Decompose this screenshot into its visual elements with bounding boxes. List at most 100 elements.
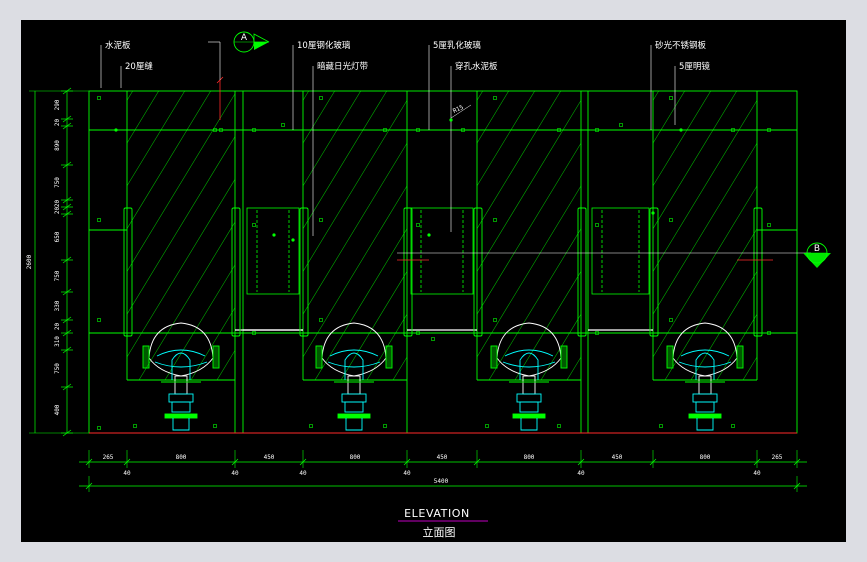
urinal-fixtures [142,322,744,431]
left-total-label: 2600 [26,254,33,269]
left-dim-slash [62,210,72,218]
fixing-dot [767,128,771,132]
left-dim-label: 20 [54,119,61,127]
fixing-dot [213,128,217,132]
fixing-dot [97,218,101,222]
radius-note-label: R15 [452,104,465,115]
callout-hidden-light: 暗藏日光灯带 [317,61,369,72]
fixing-dot [493,218,497,222]
fixing-dot [767,223,771,227]
callout-cement-board: 水泥板 [105,40,131,51]
fixing-dot [319,318,323,322]
bottom-total-slash [85,482,93,490]
callout-mirror: 5厘明镜 [679,61,710,72]
section-line-b [216,76,811,261]
hatch-zone [653,91,757,380]
left-dim-slash [62,346,72,354]
fixing-dot [281,123,285,127]
bottom-dim-slash [231,458,239,466]
bottom-total-slash [793,482,801,490]
drawing-title: ELEVATION [404,507,470,520]
fixing-dot [431,337,435,341]
section-marker-a-label: A [241,33,248,43]
fixing-dot [669,318,673,322]
bottom-dim-slash [753,458,761,466]
bottom-small-label: 40 [231,470,239,477]
urinal [142,322,220,431]
fixing-dot [669,96,673,100]
bottom-dim-slash [577,458,585,466]
bottom-dim-label: 265 [772,454,783,461]
left-dim-label: 20 [54,323,61,331]
fixing-dot [319,96,323,100]
section-marker-b[interactable]: B [803,242,831,268]
wall-outline [88,90,798,434]
left-dim-label: 20 [54,207,61,215]
left-dim-slash [62,115,72,123]
fixing-dot [595,331,599,335]
fixing-dot [669,218,673,222]
bottom-dim-label: 800 [700,454,711,461]
drawing-title-block: ELEVATION 立面图 [398,507,488,539]
bottom-small-label: 40 [753,470,761,477]
bottom-dim-label: 450 [612,454,623,461]
callout-stainless-steel: 砂光不锈钢板 [655,40,707,51]
pilaster [577,207,587,337]
glass-panel [588,207,653,331]
glass-panel [407,207,477,331]
callout-leaders [100,45,676,236]
fixing-dot [383,128,387,132]
elevation-drawing[interactable]: A B [21,20,846,542]
hatch-zone [477,91,581,380]
fixing-dot [731,128,735,132]
pilaster [403,207,413,337]
fixing-dot [219,128,223,132]
pilaster [649,207,659,337]
left-dim-label: 750 [54,270,61,281]
fixing-points [97,96,771,430]
section-marker-a[interactable]: A [208,31,270,80]
fixing-dot [731,424,735,428]
fixing-dot [213,424,217,428]
bottom-dim-label: 450 [437,454,448,461]
left-dim-label: 750 [54,363,61,374]
left-dim-slash [62,196,72,204]
callout-leader-dots [114,118,683,242]
left-dim-slash [62,329,72,337]
fixing-dot [619,123,623,127]
left-dim-slash [62,316,72,324]
pilaster [473,207,483,337]
fixing-dot [416,223,420,227]
pilaster [231,207,241,337]
fixing-dot [493,96,497,100]
fixing-dot [383,424,387,428]
left-dim-label: 890 [54,140,61,151]
glass-panel [243,207,303,331]
fixing-dot [309,424,313,428]
urinal [315,322,393,431]
bottom-dim-slash [85,458,93,466]
left-dim-slash [62,122,72,130]
drawing-viewport[interactable]: A B [21,20,846,542]
callout-tempered-glass: 10厘钢化玻璃 [297,40,351,51]
pilaster [123,207,133,337]
left-dim-label: 20 [54,200,61,208]
left-dim-slash [62,203,72,211]
bottom-dim-label: 450 [264,454,275,461]
bottom-small-label: 40 [577,470,585,477]
bottom-dim-label: 800 [524,454,535,461]
bottom-dim-slash [403,458,411,466]
stall-dividers [123,207,763,337]
left-dim-label: 400 [54,404,61,415]
fixing-dot [133,424,137,428]
bottom-dim-label: 265 [103,454,114,461]
urinal [666,322,744,431]
urinal [490,322,568,431]
fixing-dot [252,331,256,335]
left-dim-label: 310 [54,336,61,347]
left-dim-slash [62,161,72,169]
fixing-dot [557,128,561,132]
fixing-dot [595,223,599,227]
